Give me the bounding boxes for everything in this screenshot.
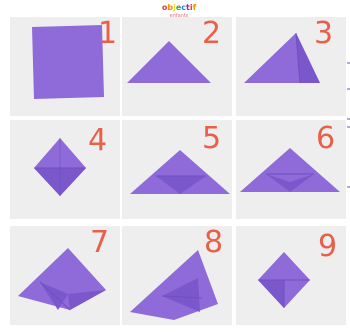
- step-5-number: 5: [202, 124, 221, 154]
- step-6-panel: 6: [236, 120, 346, 219]
- step-4-panel: 4: [10, 120, 120, 219]
- step-7-number: 7: [90, 228, 109, 258]
- right-edge-marks: [346, 0, 350, 333]
- step-2-number: 2: [202, 19, 221, 49]
- step-8-number: 8: [204, 228, 223, 258]
- step-7-panel: 7: [10, 226, 120, 325]
- step-2-panel: 2: [122, 17, 232, 116]
- step-3-number: 3: [314, 19, 333, 49]
- step-1-panel: 1: [10, 17, 120, 116]
- step-9-panel: 9: [236, 226, 346, 325]
- step-5-panel: 5: [122, 120, 232, 219]
- step-4-number: 4: [88, 126, 107, 156]
- step-6-number: 6: [316, 124, 335, 154]
- step-3-panel: 3: [236, 17, 346, 116]
- step-9-number: 9: [318, 232, 337, 262]
- step-1-number: 1: [98, 19, 117, 49]
- step-8-panel: 8: [122, 226, 232, 325]
